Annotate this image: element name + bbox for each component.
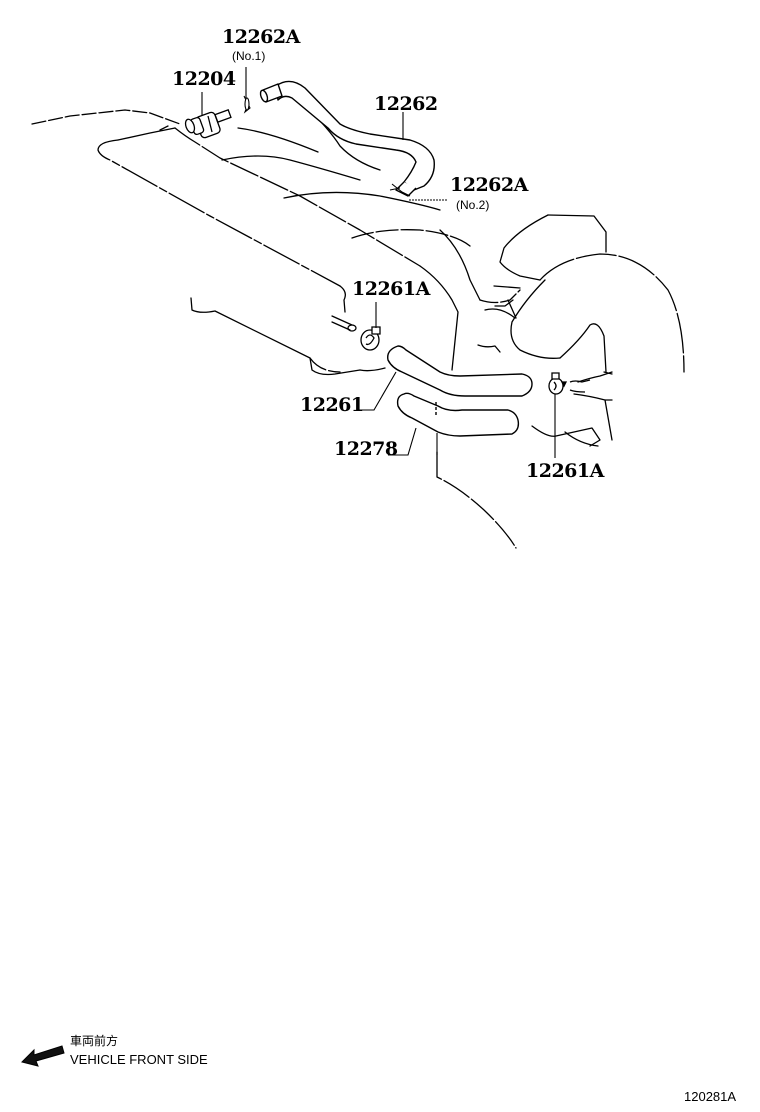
part-label-12262A-no1[interactable]: 12262A: [222, 26, 300, 48]
part-label-12261A-left[interactable]: 12261A: [352, 278, 430, 300]
part-sublabel-no2: (No.2): [456, 198, 490, 212]
drawing-id: 120281A: [684, 1089, 737, 1104]
part-sublabel-no1: (No.1): [232, 49, 266, 63]
arrow-left-icon: [20, 1042, 66, 1068]
part-label-12261A-right[interactable]: 12261A: [526, 460, 604, 482]
part-label-12261[interactable]: 12261: [300, 394, 364, 416]
part-label-12204[interactable]: 12204: [172, 68, 236, 90]
legend-english-text: VEHICLE FRONT SIDE: [70, 1052, 208, 1067]
part-label-12278[interactable]: 12278: [334, 438, 398, 460]
part-label-12262[interactable]: 12262: [374, 93, 438, 115]
legend-japanese-text: 車両前方: [70, 1034, 119, 1048]
part-label-12262A-no2[interactable]: 12262A: [450, 174, 528, 196]
